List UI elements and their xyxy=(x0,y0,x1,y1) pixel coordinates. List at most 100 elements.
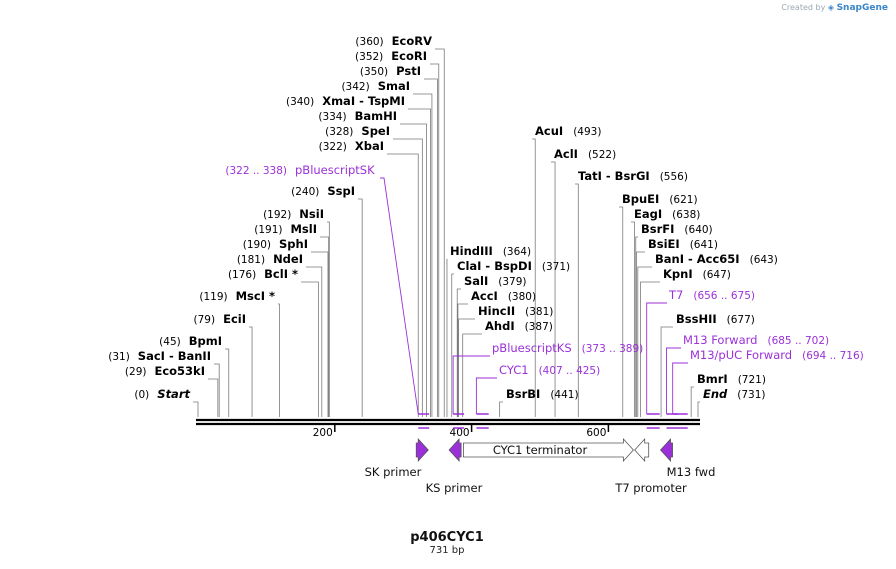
leader-end xyxy=(697,401,700,417)
primer-leader-cyc1 xyxy=(475,377,497,414)
primer-name-m13-forward: M13 Forward xyxy=(683,333,757,347)
feature-label-m13-fwd: M13 fwd xyxy=(667,465,716,479)
plasmid-length: 731 bp xyxy=(429,545,465,556)
site-pos-acui: (493) xyxy=(573,126,601,138)
t7-promoter-arrow xyxy=(634,437,650,463)
site-name-end: End xyxy=(703,387,728,401)
leader-tati-bsrgi xyxy=(575,183,579,417)
leader-acui xyxy=(532,138,536,417)
feature-label-t7-promoter: T7 promoter xyxy=(614,481,687,495)
credit-brand: SnapGene xyxy=(836,3,888,13)
primer-range-m13-puc-forward: (694 .. 716) xyxy=(802,350,864,362)
site-pos-msli: (191) xyxy=(254,224,282,236)
leader-bsiei xyxy=(636,251,645,417)
primer-range-m13-forward: (685 .. 702) xyxy=(767,335,829,347)
leader-saci-banii xyxy=(214,363,220,417)
primer-range-t7: (656 .. 675) xyxy=(693,290,755,302)
primer-leader-t7 xyxy=(646,302,667,414)
leader-ecori xyxy=(430,63,440,417)
snapgene-logo-icon: ◈ xyxy=(827,3,835,12)
site-name-saci-banii: SacI - BanII xyxy=(138,349,211,363)
leader-ahdi xyxy=(462,333,482,417)
leader-start xyxy=(193,401,199,417)
leader-sali xyxy=(456,288,461,417)
leader-bpmi xyxy=(225,348,230,417)
leader-bamhi xyxy=(400,123,427,417)
site-pos-bsrfi: (640) xyxy=(684,224,712,236)
site-name-bani-acc65i: BanI - Acc65I xyxy=(655,252,740,266)
site-pos-bpuei: (621) xyxy=(669,194,697,206)
leader-msli xyxy=(320,236,330,417)
site-pos-nsii: (192) xyxy=(263,209,291,221)
leader-clai-bspdi xyxy=(451,273,454,417)
site-name-msli: MslI xyxy=(290,222,317,236)
site-pos-bcli: (176) xyxy=(228,269,256,281)
leader-eagi xyxy=(631,221,635,417)
sk-primer-arrow xyxy=(415,437,429,463)
site-name-xbai: XbaI xyxy=(355,139,384,153)
leader-hincii xyxy=(458,318,475,417)
site-pos-msci: (119) xyxy=(199,291,227,303)
site-name-smai: SmaI xyxy=(378,79,410,93)
leader-xbai xyxy=(387,153,419,417)
site-pos-xmai-tspmi: (340) xyxy=(286,96,314,108)
site-pos-bamhi: (334) xyxy=(318,111,346,123)
site-labels: Start(0)Eco53kI(29)SacI - BanII(31)BpmI(… xyxy=(108,34,864,401)
site-name-kpni: KpnI xyxy=(663,267,693,281)
site-pos-ndei: (181) xyxy=(237,254,265,266)
site-pos-eagi: (638) xyxy=(672,209,700,221)
leader-msci xyxy=(278,303,280,417)
site-pos-spei: (328) xyxy=(325,126,353,138)
primer-range-pbluescriptks: (373 .. 389) xyxy=(582,343,644,355)
leader-bpuei xyxy=(619,206,624,417)
primer-leader-m13-forward xyxy=(666,347,681,414)
primer-name-pbluescriptks: pBluescriptKS xyxy=(492,341,572,355)
primer-name-m13-puc-forward: M13/pUC Forward xyxy=(690,348,792,362)
site-name-msci: MscI * xyxy=(236,289,275,303)
leader-bsrbi xyxy=(499,401,503,417)
feature-label-cyc1-terminator: CYC1 terminator xyxy=(493,443,588,457)
site-name-acui: AcuI xyxy=(535,124,563,138)
site-name-bmri: BmrI xyxy=(697,372,728,386)
site-name-bsshii: BssHII xyxy=(676,312,717,326)
site-name-clai-bspdi: ClaI - BspDI xyxy=(457,259,532,273)
credit-prefix: Created by xyxy=(781,3,826,12)
site-pos-eco53ki: (29) xyxy=(125,366,147,378)
site-name-eco53ki: Eco53kI xyxy=(154,364,205,378)
leader-bmri xyxy=(690,386,694,417)
site-pos-end: (731) xyxy=(737,389,765,401)
site-pos-ecorv: (360) xyxy=(355,36,383,48)
leader-sspi xyxy=(358,198,363,417)
site-name-bsiei: BsiEI xyxy=(648,237,680,251)
site-name-hincii: HincII xyxy=(478,304,515,318)
site-pos-kpni: (647) xyxy=(703,269,731,281)
site-leader-lines xyxy=(193,48,700,417)
site-name-nsii: NsiI xyxy=(299,207,324,221)
site-pos-bani-acc65i: (643) xyxy=(750,254,778,266)
site-name-bpmi: BpmI xyxy=(189,334,222,348)
leader-bsshii xyxy=(660,326,673,417)
leader-bcli xyxy=(301,281,319,417)
plasmid-name: p406CYC1 xyxy=(410,530,484,545)
primer-name-cyc1: CYC1 xyxy=(499,363,529,377)
site-name-ecii: EciI xyxy=(223,312,246,326)
leader-sphi xyxy=(311,251,329,417)
site-name-ndei: NdeI xyxy=(273,252,303,266)
leader-nsii xyxy=(327,221,330,417)
leader-bani-acc65i xyxy=(637,266,652,417)
site-pos-sphi: (190) xyxy=(243,239,271,251)
site-pos-bmri: (721) xyxy=(738,374,766,386)
site-pos-ecii: (79) xyxy=(194,314,216,326)
site-pos-ecori: (352) xyxy=(355,51,383,63)
leader-kpni xyxy=(640,281,660,417)
primer-leader-pbluescriptsk xyxy=(380,177,419,415)
primer-range-pbluescriptsk: (322 .. 338) xyxy=(225,165,287,177)
primer-leader-m13-puc-forward xyxy=(672,362,688,414)
site-pos-acli: (522) xyxy=(588,149,616,161)
primer-range-cyc1: (407 .. 425) xyxy=(539,365,601,377)
leader-xmai-tspmi xyxy=(408,108,431,417)
site-pos-bsiei: (641) xyxy=(690,239,718,251)
site-pos-bsshii: (677) xyxy=(727,314,755,326)
